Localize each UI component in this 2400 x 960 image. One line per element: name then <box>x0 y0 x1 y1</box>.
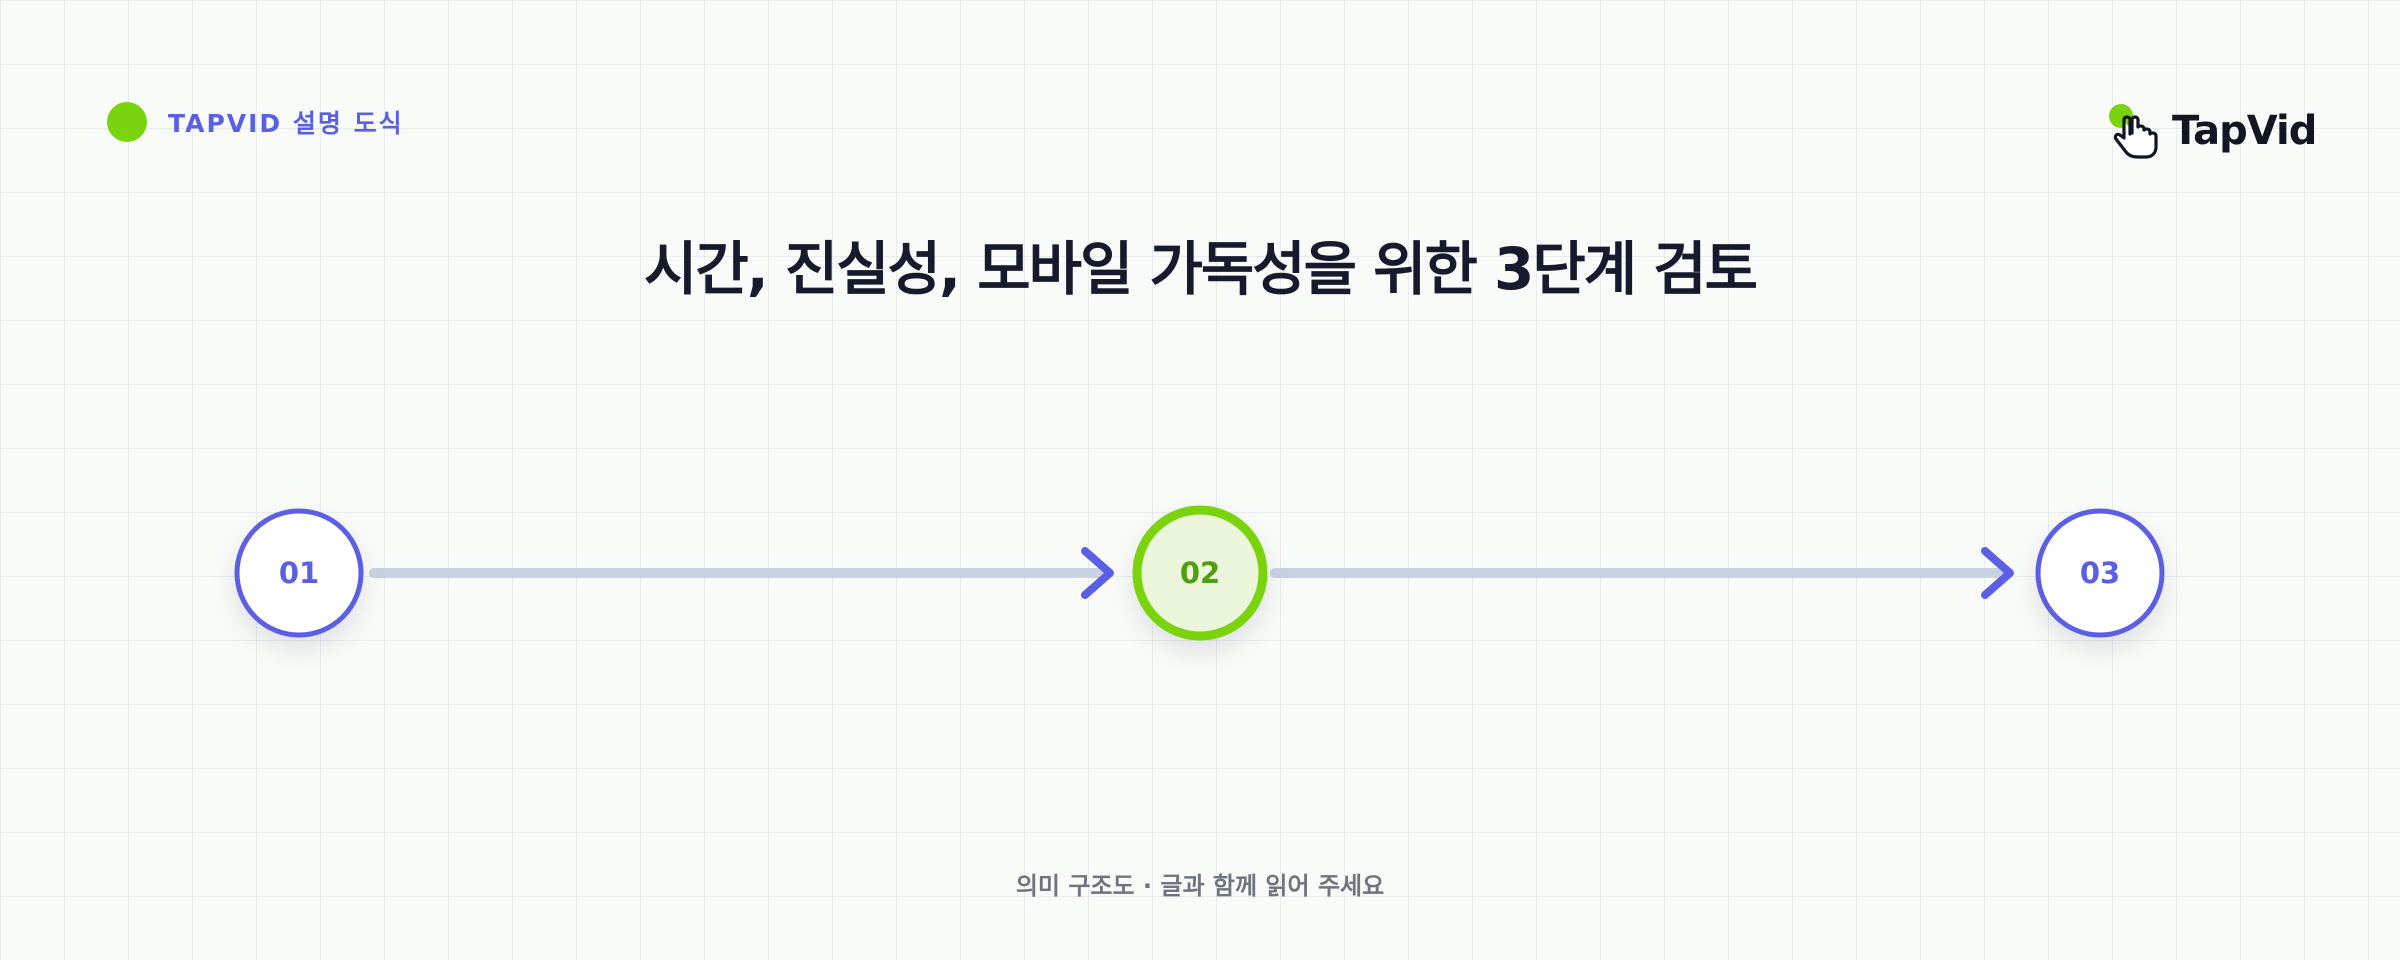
step-label-01: 01 <box>279 556 319 590</box>
footer-caption: 의미 구조도 · 글과 함께 읽어 주세요 <box>1015 872 1385 900</box>
eyebrow: TAPVID 설명 도식 <box>107 102 404 142</box>
tapvid-logo: TapVid <box>2104 100 2317 162</box>
pointing-hand-icon <box>2104 100 2166 162</box>
step-node-03: 03 <box>2035 508 2165 638</box>
step-node-01: 01 <box>234 508 364 638</box>
step-label-03: 03 <box>2080 556 2120 590</box>
step-label-02: 02 <box>1180 556 1220 590</box>
arrow-head-2-3-icon <box>1981 547 2014 599</box>
eyebrow-label: TAPVID 설명 도식 <box>168 109 404 138</box>
eyebrow-dot-icon <box>107 102 147 142</box>
logo-wordmark: TapVid <box>2172 108 2317 154</box>
page-title: 시간, 진실성, 모바일 가독성을 위한 3단계 검토 <box>643 235 1758 303</box>
arrow-head-1-2-icon <box>1081 547 1114 599</box>
step-node-02: 02 <box>1132 505 1268 641</box>
